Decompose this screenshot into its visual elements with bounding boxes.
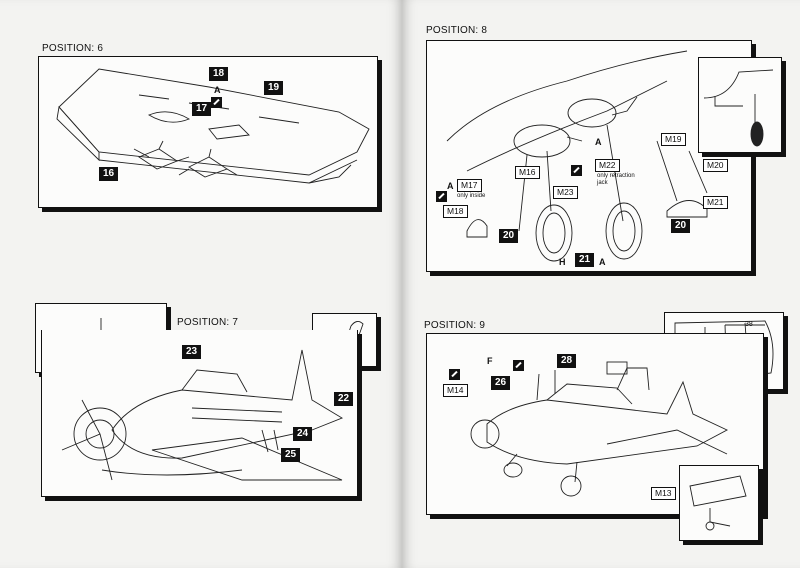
part-18-label: 18	[209, 67, 229, 81]
glue-icon	[449, 369, 460, 380]
position-6-panel: 18 19 17 A 16	[38, 56, 378, 208]
etched-m13-label: M13	[651, 487, 676, 500]
etched-m20-label: M20	[703, 159, 728, 172]
part-17-label: 17	[192, 102, 212, 116]
etched-m14-label: M14	[443, 384, 468, 397]
letter-h-marker: H	[559, 257, 566, 267]
fold-icon	[571, 165, 582, 176]
tailwheel-detail-inset	[679, 465, 759, 541]
part-23-label: 23	[182, 345, 202, 359]
only-inside-note: only inside	[457, 193, 486, 199]
dimension-38: 38	[745, 321, 753, 328]
letter-a-marker-1: A	[447, 181, 454, 191]
position-7-title: POSITION: 7	[177, 317, 239, 328]
part-16-label: 16	[99, 167, 119, 181]
landing-gear-drawing	[446, 50, 708, 262]
position-9-title: POSITION: 9	[424, 320, 486, 331]
etched-m21-label: M21	[703, 196, 728, 209]
part-21-label: 21	[575, 253, 595, 267]
right-page: POSITION: 8 M17 only inside M18 A	[402, 0, 800, 568]
aircraft-top-drawing	[470, 361, 729, 497]
only-retraction-jack-note: only retraction jack	[597, 173, 635, 186]
etched-m17-label: M17	[457, 179, 482, 192]
glue-icon	[211, 97, 222, 108]
part-20-label: 20	[499, 229, 519, 243]
letter-a-marker: A	[214, 85, 221, 95]
part-19-label: 19	[264, 81, 284, 95]
position-6-title: POSITION: 6	[42, 43, 104, 54]
part-26-label: 26	[491, 376, 511, 390]
position-8-title: POSITION: 8	[426, 25, 488, 36]
position-7-panel: 23 22 24 25	[41, 330, 358, 497]
part-22-label: 22	[334, 392, 354, 406]
etched-m22-label: M22	[595, 159, 620, 172]
etched-m19-label: M19	[661, 133, 686, 146]
etched-m16-label: M16	[515, 166, 540, 179]
gear-detail-inset	[698, 57, 782, 153]
etched-m18-label: M18	[443, 205, 468, 218]
part-20-right-label: 20	[671, 219, 691, 233]
left-page: POSITION: 6 18 19 17 A 16	[0, 0, 402, 568]
letter-f-marker: F	[487, 356, 493, 366]
aircraft-drawing	[61, 349, 344, 481]
glue-icon	[436, 191, 447, 202]
letter-a-marker-3: A	[599, 257, 606, 267]
part-24-label: 24	[293, 427, 313, 441]
part-28-label: 28	[557, 354, 577, 368]
fold-icon	[513, 360, 524, 371]
part-25-label: 25	[281, 448, 301, 462]
etched-m23-label: M23	[553, 186, 578, 199]
position-8-panel: M17 only inside M18 A M16 A M22 M23 only…	[426, 40, 752, 272]
letter-a-marker-2: A	[595, 137, 602, 147]
wing-drawing	[56, 68, 370, 184]
